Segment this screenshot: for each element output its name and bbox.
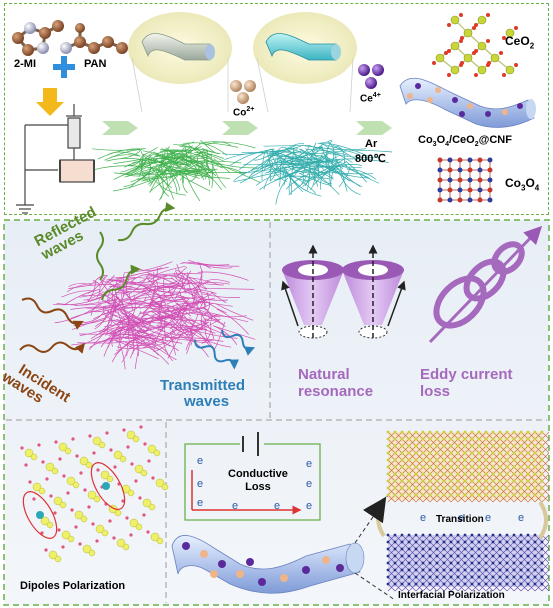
transmitted-line-1: Transmitted: [160, 377, 246, 394]
green-fiber-mat: [92, 139, 261, 202]
electron-7: e: [306, 500, 313, 512]
natural-line-1: Natural: [298, 366, 350, 383]
electron-2: e: [197, 497, 204, 509]
electron-0: e: [197, 455, 204, 467]
electron-1: e: [197, 478, 204, 490]
comp-b-sub: 4: [445, 141, 450, 149]
interfacial-lattice-top: [386, 430, 550, 503]
process-arrow-2: [222, 121, 258, 135]
reflected-wave-1: [96, 231, 104, 281]
composite-fiber-top: [399, 77, 536, 128]
electron-3: e: [232, 500, 239, 512]
dipole-field: [20, 425, 169, 563]
pink-fiber-mat: [53, 259, 256, 370]
transmitted-label: Transmitted waves: [160, 378, 245, 410]
co3o4-label: Co3O4: [505, 176, 539, 192]
transition-arrows: [362, 496, 548, 540]
ceo2-symbol: CeO: [505, 34, 530, 48]
transition-label: Transition: [436, 514, 484, 525]
conductive-line-2: Loss: [245, 481, 271, 493]
co3o4-lattice: [437, 157, 493, 203]
co3o4-a: Co: [505, 176, 521, 190]
dipoles-label: Dipoles Polarization: [20, 580, 126, 592]
electron-8: e: [420, 512, 427, 524]
electron-10: e: [485, 512, 492, 524]
co-ion-label: Co2+: [233, 106, 254, 118]
ce-ion-label: Ce4+: [360, 92, 381, 104]
transmitted-line-2: waves: [184, 393, 230, 410]
transmitted-wave-1: [194, 339, 240, 370]
reflected-wave-3: [101, 264, 141, 301]
down-arrow-icon: [36, 88, 64, 116]
comp-c: /CeO: [449, 134, 475, 146]
electron-9: e: [458, 512, 465, 524]
atmosphere-label: Ar: [365, 138, 378, 150]
incident-wave-1: [21, 297, 84, 330]
electrospinning-setup: [16, 104, 95, 214]
process-arrow-3: [356, 121, 392, 135]
comp-c-sub: 2: [474, 141, 479, 149]
plus-icon: [53, 56, 75, 78]
natural-line-2: resonance: [298, 383, 374, 400]
interfacial-label: Interfacial Polarization: [398, 590, 505, 601]
comp-d: @CNF: [478, 134, 512, 146]
ce-ion-charge: 4+: [372, 92, 381, 99]
co-ion-charge: 2+: [246, 106, 255, 113]
pan-fiber-oval: [128, 12, 232, 113]
reflected-wave-2: [117, 202, 176, 242]
pan-label: PAN: [84, 58, 107, 70]
co3o4-b: O: [525, 176, 535, 190]
electron-5: e: [306, 458, 313, 470]
interfacial-lattice-bottom: [386, 533, 550, 592]
incident-wave-2: [19, 341, 86, 354]
ce-ion-symbol: Ce: [360, 93, 373, 105]
electron-11: e: [518, 512, 525, 524]
comp-a: Co: [418, 134, 433, 146]
co-fiber-oval: [253, 12, 357, 113]
co-ions: [230, 80, 256, 104]
2-mi-molecule: [12, 20, 64, 56]
co3o4-b-sub: 4: [534, 183, 540, 193]
mi-label: 2-MI: [14, 58, 36, 70]
ceo2-crystal: [432, 13, 518, 77]
pan-molecule: [60, 23, 128, 54]
ceo2-subscript: 2: [529, 41, 535, 51]
eddy-line-2: loss: [420, 383, 451, 400]
eddy-current-rings: [428, 225, 543, 344]
process-arrow-1: [102, 121, 138, 135]
conductive-circuit: [184, 432, 321, 521]
natural-resonance-cones: [281, 244, 406, 339]
eddy-line-1: Eddy current: [420, 366, 513, 383]
eddy-current-label: Eddy current loss: [420, 366, 513, 400]
transmitted-wave-2: [221, 329, 256, 356]
conductive-loss-label: Conductive Loss: [228, 468, 288, 494]
conductive-line-1: Conductive: [228, 468, 288, 480]
ce-ions: [358, 64, 384, 89]
comp-a-sub: 3: [432, 141, 437, 149]
temperature-label: 800℃: [355, 153, 386, 165]
teal-fiber-mat: [222, 139, 393, 205]
ceo2-label: CeO2: [505, 34, 534, 50]
co-ion-symbol: Co: [233, 107, 247, 119]
co3o4-a-sub: 3: [521, 183, 526, 193]
natural-resonance-label: Natural resonance: [298, 366, 373, 400]
comp-b: O: [436, 134, 446, 146]
electron-6: e: [306, 478, 313, 490]
composite-label: Co3O4/CeO2@CNF: [418, 134, 512, 148]
electron-4: e: [274, 500, 281, 512]
